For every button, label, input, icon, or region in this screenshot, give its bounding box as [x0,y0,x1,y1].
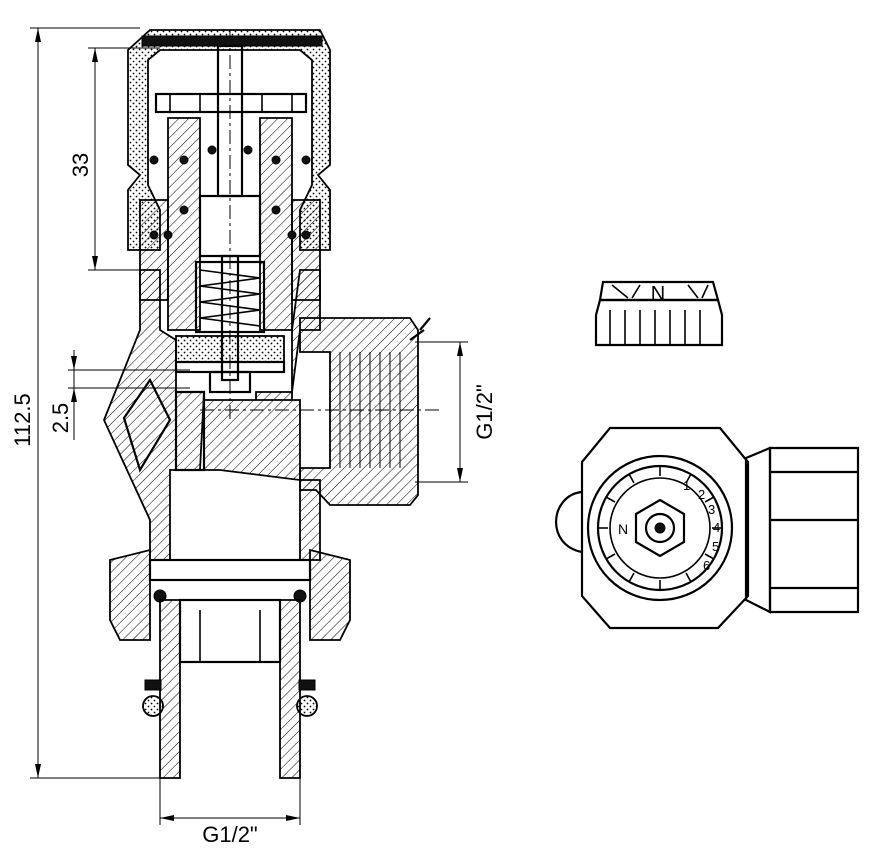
tail-piece [142,598,318,779]
dial-mark-5: 5 [712,539,719,554]
union-nut [109,548,351,641]
dial-mark-n: N [618,521,628,537]
dial-mark-1: 1 [683,478,690,493]
side-thread-label: G1/2" [472,384,497,440]
dial-mark-2: 2 [698,487,705,502]
top-view: N 1 2 3 4 5 6 [555,426,860,630]
bottom-thread-label: G1/2" [202,822,258,847]
dial-mark-3: 3 [708,502,715,517]
dial-ticks [598,466,722,590]
flow-passage [122,377,206,473]
overall-height-label: 112.5 [10,393,35,446]
bottom-thread-dimension: G1/2" [159,778,301,847]
dial-mark-4: 4 [713,520,720,535]
offset-label: 2.5 [48,403,73,434]
head-height-dimension: 33 [68,47,160,271]
spring [194,254,266,382]
overall-height-dimension: 112.5 [10,27,160,779]
head-height-label: 33 [68,153,93,177]
dial-labels: N 1 2 3 4 5 6 [618,478,720,573]
cap-marking: N [651,283,665,305]
side-thread-dimension: G1/2" [415,341,497,483]
cap-side-view: N [594,280,724,347]
section-view: 112.5 33 2.5 G1/2" [10,27,497,847]
dial-mark-6: 6 [703,558,710,573]
